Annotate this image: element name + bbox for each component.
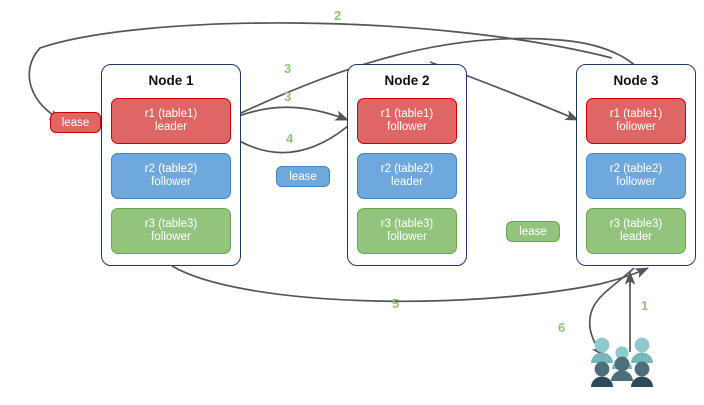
- replica-role: follower: [616, 121, 656, 133]
- step-label-3-lower: 3: [284, 89, 292, 104]
- replica-role: follower: [387, 121, 427, 133]
- lease-chip-table1[interactable]: lease: [50, 112, 101, 133]
- node-card-3[interactable]: Node 3 r1 (table1) follower r2 (table2) …: [576, 64, 696, 266]
- replica-role: follower: [151, 176, 191, 188]
- arrow-step-3-to-node3: [221, 37, 649, 123]
- step-label-3-upper: 3: [284, 61, 292, 76]
- replica-badge[interactable]: r3 (table3) follower: [111, 208, 231, 254]
- node-card-2[interactable]: Node 2 r1 (table1) follower r2 (table2) …: [347, 64, 467, 266]
- replica-role: leader: [620, 231, 652, 243]
- node-title: Node 3: [613, 73, 659, 88]
- replica-id: r2 (table2): [144, 162, 198, 175]
- lease-chip-table3[interactable]: lease: [506, 221, 560, 242]
- step-label-2: 2: [334, 8, 342, 23]
- node-title: Node 1: [148, 73, 194, 88]
- step-label-1: 1: [641, 298, 649, 313]
- replica-id: r1 (table1): [144, 107, 198, 120]
- replica-role: follower: [616, 176, 656, 188]
- step-label-6: 6: [558, 320, 566, 335]
- replica-badge[interactable]: r1 (table1) leader: [111, 98, 231, 144]
- lease-chip-table2[interactable]: lease: [276, 166, 330, 187]
- step-label-5: 5: [392, 296, 400, 311]
- replica-badge[interactable]: r1 (table1) follower: [586, 98, 686, 144]
- replica-role: follower: [151, 231, 191, 243]
- replica-id: r3 (table3): [144, 217, 198, 230]
- node-card-1[interactable]: Node 1 r1 (table1) leader r2 (table2) fo…: [101, 64, 241, 266]
- replica-badge[interactable]: r1 (table1) follower: [357, 98, 457, 144]
- replica-id: r1 (table1): [609, 107, 663, 120]
- replica-badge[interactable]: r2 (table2) follower: [586, 153, 686, 199]
- replica-role: leader: [155, 121, 187, 133]
- replica-badge[interactable]: r2 (table2) follower: [111, 153, 231, 199]
- arrow-step-2: [28, 22, 613, 121]
- replica-id: r2 (table2): [380, 162, 434, 175]
- users-group-icon: [591, 337, 653, 387]
- replica-badge[interactable]: r3 (table3) follower: [357, 208, 457, 254]
- node-title: Node 2: [384, 73, 430, 88]
- replica-role: follower: [387, 231, 427, 243]
- replica-id: r3 (table3): [609, 217, 663, 230]
- arrow-step-5: [171, 265, 649, 303]
- replica-id: r1 (table1): [380, 107, 434, 120]
- replica-id: r3 (table3): [380, 217, 434, 230]
- replica-badge[interactable]: r3 (table3) leader: [586, 208, 686, 254]
- replica-id: r2 (table2): [609, 162, 663, 175]
- step-label-4: 4: [286, 131, 294, 146]
- replica-badge[interactable]: r2 (table2) leader: [357, 153, 457, 199]
- replica-role: leader: [391, 176, 423, 188]
